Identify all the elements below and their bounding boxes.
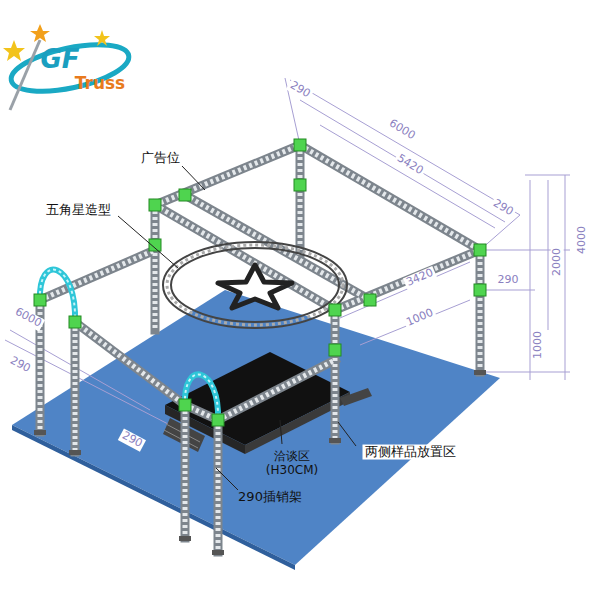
dimension-label: 6000 xyxy=(11,305,45,331)
callout-label: 广告位 xyxy=(139,151,182,166)
logo-text: Truss xyxy=(73,74,127,94)
stage-platform xyxy=(163,352,372,454)
callout-label: 洽谈区 (H30CM) xyxy=(258,450,326,478)
circle-truss xyxy=(163,242,347,328)
logo-text: GF xyxy=(38,45,81,75)
dimension-label: 2000 xyxy=(551,246,564,278)
dimension-label: 6000 xyxy=(385,116,419,143)
dimension-label: 290 xyxy=(489,196,517,220)
callout-label: 五角星造型 xyxy=(44,203,113,218)
dimension-label: 290 xyxy=(118,429,146,452)
dimension-label: 290 xyxy=(286,78,314,102)
logo xyxy=(3,24,133,110)
dimension-label: 1000 xyxy=(532,329,545,361)
dimension-label: 290 xyxy=(6,354,34,377)
arch-truss xyxy=(40,270,218,420)
base-plates xyxy=(34,370,486,555)
corner-cubes xyxy=(34,139,486,426)
callout-label: 290插销架 xyxy=(236,490,304,505)
dimension-label: 290 xyxy=(496,274,521,287)
dimension-label: 5420 xyxy=(393,151,427,178)
dimension-label: 1000 xyxy=(403,306,437,330)
leader-lines xyxy=(118,166,356,490)
dimension-label: 3420 xyxy=(403,266,437,290)
dimension-label: 4000 xyxy=(576,224,589,256)
callout-label: 两侧样品放置区 xyxy=(363,445,458,460)
